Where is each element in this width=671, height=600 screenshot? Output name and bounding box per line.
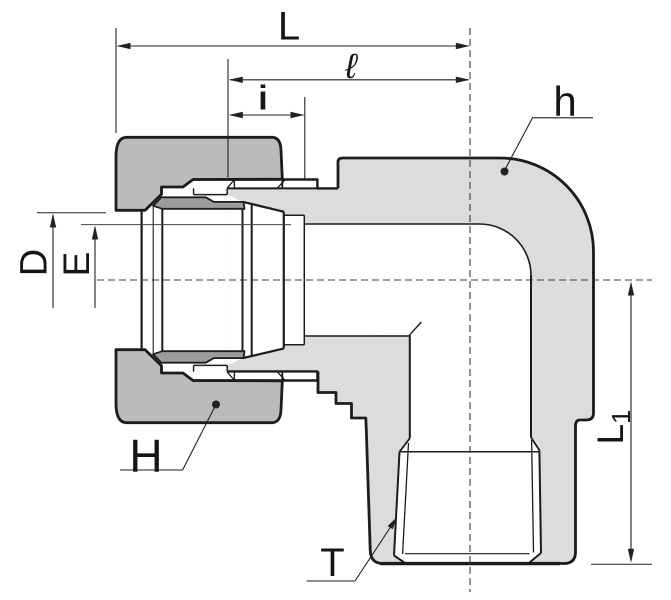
svg-text:T: T <box>320 541 344 585</box>
svg-text:L: L <box>278 5 300 49</box>
svg-text:L1: L1 <box>590 409 636 444</box>
svg-text:E: E <box>56 252 97 277</box>
svg-text:ℓ: ℓ <box>344 47 358 86</box>
svg-text:H: H <box>129 430 162 482</box>
svg-text:i: i <box>258 80 267 118</box>
svg-text:D: D <box>14 249 56 276</box>
svg-text:h: h <box>553 78 576 125</box>
